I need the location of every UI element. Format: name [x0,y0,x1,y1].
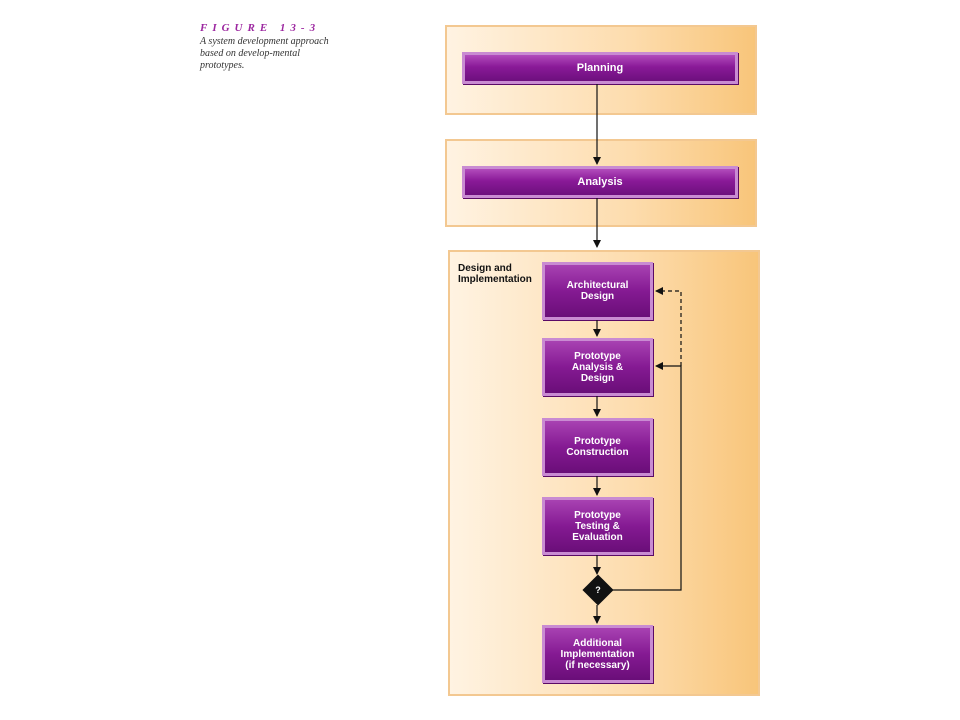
design-implementation-title: Design and Implementation [458,263,532,285]
prototype-construction-box: Prototype Construction [542,418,653,476]
prototype-testing-evaluation-box: Prototype Testing & Evaluation [542,497,653,555]
figure-label: FIGURE 13-3 [200,22,321,34]
analysis-bar: Analysis [462,166,738,198]
figure-description: A system development approach based on d… [200,36,329,71]
prototype-analysis-design-box: Prototype Analysis & Design [542,338,653,396]
planning-bar: Planning [462,52,738,84]
decision-label: ? [595,585,601,595]
additional-implementation-box: Additional Implementation (if necessary) [542,625,653,683]
feedback-loop-dashed [655,287,682,366]
feedback-loop-solid [609,362,682,591]
figure-caption: FIGURE 13-3 A system development approac… [200,22,350,72]
architectural-design-box: Architectural Design [542,262,653,320]
